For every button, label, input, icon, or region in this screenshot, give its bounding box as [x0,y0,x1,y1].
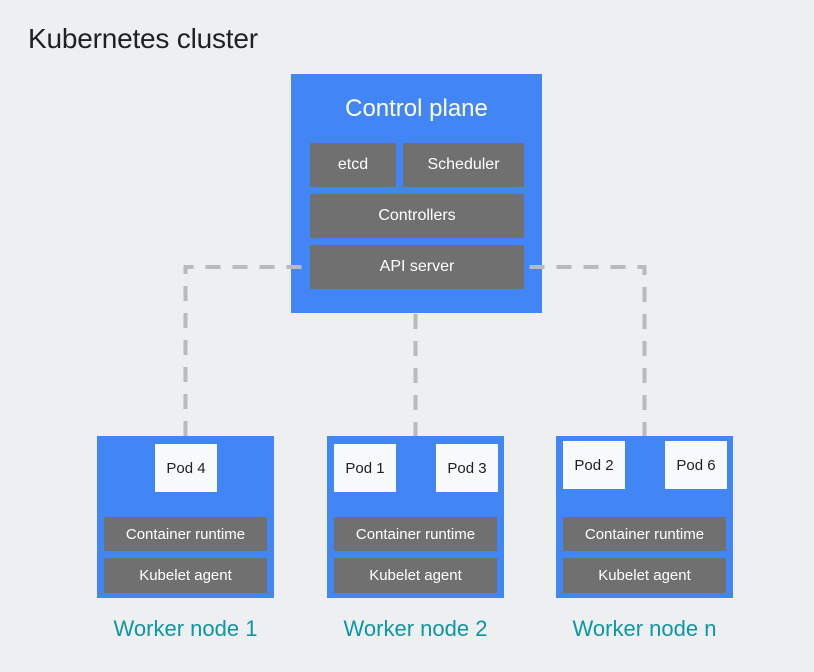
control-plane-box: Control plane etcd Scheduler Controllers… [291,74,542,313]
container-runtime-box: Container runtime [563,517,726,551]
worker-node-1-box: Pod 4 Container runtime Kubelet agent [97,436,274,598]
worker-node-1-label: Worker node 1 [113,616,258,641]
pod-box: Pod 3 [436,444,498,492]
container-runtime-box: Container runtime [334,517,497,551]
container-runtime-box: Container runtime [104,517,267,551]
kubelet-agent-box: Kubelet agent [334,558,497,593]
control-plane-title: Control plane [345,95,488,122]
controllers-box: Controllers [310,194,524,238]
pod-box: Pod 1 [334,444,396,492]
pod-box: Pod 2 [563,441,625,489]
api-server-box: API server [310,245,524,289]
diagram-title: Kubernetes cluster [28,23,258,54]
worker-node-2-box: Pod 1 Pod 3 Container runtime Kubelet ag… [327,436,504,598]
kubelet-agent-box: Kubelet agent [104,558,267,593]
etcd-box: etcd [310,143,396,187]
scheduler-box: Scheduler [403,143,524,187]
kubelet-agent-box: Kubelet agent [563,558,726,593]
worker-node-2-label: Worker node 2 [343,616,488,641]
worker-node-n-box: Pod 2 Pod 6 Container runtime Kubelet ag… [556,436,733,598]
pod-box: Pod 6 [665,441,727,489]
worker-node-n-label: Worker node n [572,616,717,641]
pod-box: Pod 4 [155,444,217,492]
